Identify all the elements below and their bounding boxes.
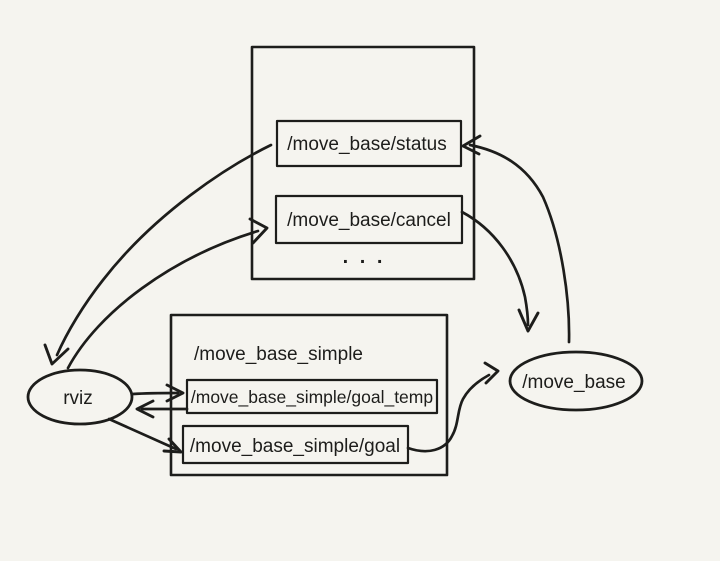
arrowhead-goal-temp-to-rviz (135, 399, 155, 419)
topic-label-goal-temp: /move_base_simple/goal_temp (191, 387, 433, 408)
arrowhead-rviz-to-goal (162, 437, 183, 454)
topic-box-goal (181, 424, 410, 465)
topic-label-move-base-cancel: /move_base/cancel (287, 210, 451, 231)
arrowhead-cancel-to-move-base (517, 308, 540, 333)
edge-status-to-rviz (55, 143, 273, 357)
topic-box-move-base-status (275, 119, 463, 168)
node-label-move-base: /move_base (522, 372, 626, 393)
edge-rviz-to-cancel (66, 229, 260, 370)
edge-rviz-to-goal (107, 417, 178, 451)
edge-rviz-to-goal-temp (131, 391, 180, 396)
edge-cancel-to-move-base (460, 210, 530, 327)
topic-box-goal-temp (185, 378, 439, 415)
edge-goal-to-move-base (406, 373, 491, 453)
topic-label-move-base-status: /move_base/status (287, 134, 446, 155)
node-label-rviz: rviz (63, 388, 93, 409)
ellipsis-dots: . . . (343, 246, 386, 268)
group-label-move-base-simple: /move_base_simple (194, 344, 363, 365)
node-ellipse-move-base (508, 350, 644, 412)
topic-label-goal: /move_base_simple/goal (190, 436, 400, 457)
arrowhead-goal-to-move-base (483, 361, 500, 385)
arrowhead-rviz-to-cancel (248, 217, 269, 245)
action-topics-container (250, 45, 476, 281)
node-ellipse-rviz (26, 368, 134, 426)
edge-move-base-to-status (468, 143, 571, 344)
move-base-simple-container (169, 313, 449, 477)
topic-box-move-base-cancel (274, 194, 464, 245)
arrowhead-status-to-rviz (43, 343, 70, 366)
arrowhead-rviz-to-goal-temp (165, 383, 185, 403)
arrowhead-move-base-to-status (461, 134, 482, 156)
